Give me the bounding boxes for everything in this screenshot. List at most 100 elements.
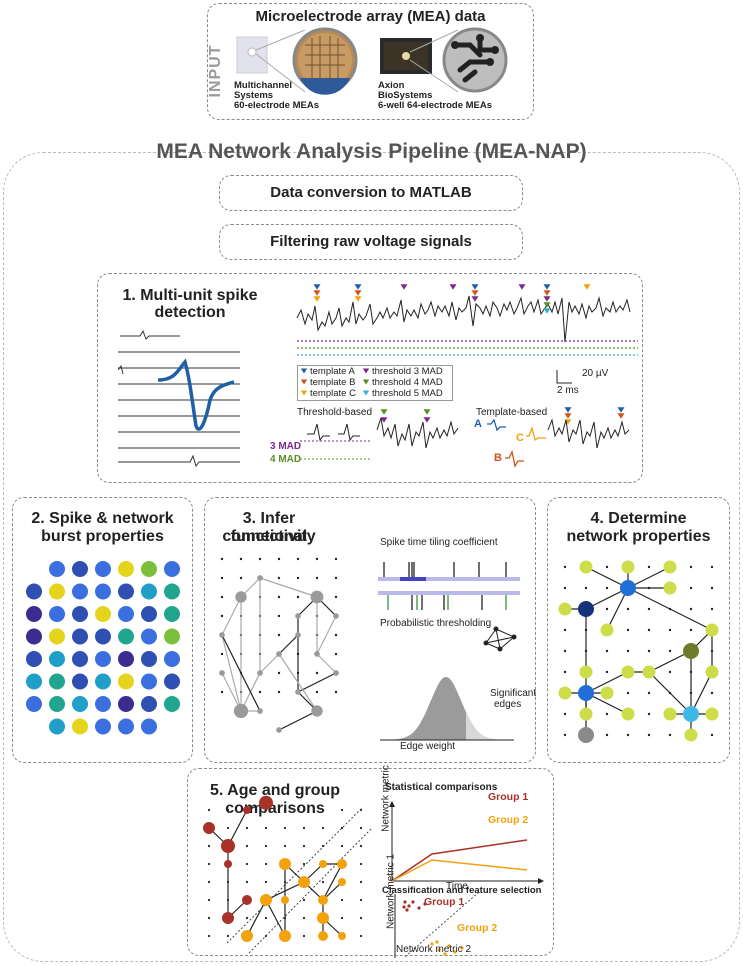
graph-node xyxy=(578,685,594,701)
grid-dot xyxy=(277,671,281,675)
grid-dot xyxy=(283,844,287,848)
grid-dot xyxy=(277,690,281,694)
spike-legend xyxy=(297,365,453,401)
legend-marker xyxy=(362,379,370,385)
scale-y-label: 20 µV xyxy=(582,368,609,379)
grid-dot xyxy=(245,880,249,884)
graph-node xyxy=(683,706,699,722)
sttc-label: Spike time tiling coefficient xyxy=(380,537,498,548)
grid-dot xyxy=(340,844,344,848)
group-divider xyxy=(248,827,373,954)
grid-dot xyxy=(296,595,300,599)
raw-trace xyxy=(296,295,631,343)
grid-dot xyxy=(563,565,567,569)
grid-dot xyxy=(321,826,325,830)
spike-marker xyxy=(423,417,431,423)
spike-marker xyxy=(543,290,551,296)
burst-dot xyxy=(164,651,180,667)
burst-dot xyxy=(118,606,134,622)
graph-node xyxy=(642,665,656,679)
graph-node xyxy=(338,932,346,940)
graph-node xyxy=(663,581,677,595)
grid-dot xyxy=(647,733,651,737)
legend-template-a: template A xyxy=(310,366,355,377)
burst-dot xyxy=(72,583,88,600)
graph-node xyxy=(621,560,635,574)
burst-panel xyxy=(12,497,193,763)
graph-node xyxy=(600,686,614,700)
spike-marker xyxy=(354,284,362,290)
spike-marker xyxy=(471,284,479,290)
burst-dot xyxy=(141,606,157,622)
conversion-step xyxy=(219,175,523,211)
burst-dot xyxy=(95,673,111,690)
burst-dot xyxy=(26,628,42,645)
legend-marker xyxy=(300,379,308,385)
grid-dot xyxy=(277,557,281,561)
graph-edge xyxy=(221,634,242,712)
burst-title-2: burst properties xyxy=(41,528,164,545)
grid-dot xyxy=(207,880,211,884)
grid-dot xyxy=(207,844,211,848)
grid-dot xyxy=(340,916,344,920)
graph-node xyxy=(295,689,301,695)
burst-dot xyxy=(72,696,88,712)
burst-dot xyxy=(164,696,180,712)
grid-dot xyxy=(245,844,249,848)
spike-marker xyxy=(400,284,408,290)
graph-node xyxy=(233,703,249,719)
grid-dot xyxy=(220,576,224,580)
grid-dot xyxy=(258,690,262,694)
x-time-label: Time xyxy=(446,881,468,892)
graph-edge xyxy=(265,899,286,937)
burst-dot xyxy=(49,696,65,712)
burst-dot xyxy=(164,606,180,622)
axion-caption-2: BioSystems xyxy=(378,90,433,101)
burst-dot xyxy=(72,718,88,735)
burst-dot xyxy=(95,718,111,735)
graph-node xyxy=(257,575,263,581)
legend-threshold-4: threshold 4 MAD xyxy=(372,377,443,388)
burst-dot xyxy=(49,718,65,735)
template-b-label: B xyxy=(494,452,502,464)
burst-dot xyxy=(26,583,42,600)
grid-dot xyxy=(220,690,224,694)
graph-node xyxy=(311,705,323,717)
spike-marker xyxy=(313,290,321,296)
grid-dot xyxy=(359,898,363,902)
group1-label-top: Group 1 xyxy=(488,791,529,803)
grid-dot xyxy=(605,607,609,611)
grid-dot xyxy=(296,557,300,561)
graph-node xyxy=(578,601,594,617)
graph-node xyxy=(279,858,291,870)
prob-threshold-label: Probabilistic thresholding xyxy=(380,618,492,629)
burst-dot xyxy=(164,673,180,690)
grid-dot xyxy=(302,844,306,848)
grid-dot xyxy=(302,826,306,830)
connectivity-title-1: 3. Infer functional xyxy=(230,510,308,545)
significant-label-2: edges xyxy=(494,699,522,710)
graph-node xyxy=(235,591,247,603)
mcs-caption-2: Systems xyxy=(234,90,274,101)
group1-label-bottom: Group 1 xyxy=(424,896,465,908)
grid-dot xyxy=(647,712,651,716)
filtering-step xyxy=(219,224,523,260)
filtering-step-label: Filtering raw voltage signals xyxy=(270,233,472,250)
grid-dot xyxy=(334,652,338,656)
graph-node xyxy=(333,613,339,619)
network-title-2: network properties xyxy=(566,528,711,545)
grid-dot xyxy=(668,649,672,653)
x-metric2-label: Network metric 2 xyxy=(396,944,472,955)
burst-dot xyxy=(49,561,65,577)
graph-node xyxy=(219,632,225,638)
grid-dot xyxy=(710,607,714,611)
grid-dot xyxy=(626,628,630,632)
grid-dot xyxy=(315,576,319,580)
spike-detection-graphic xyxy=(117,284,638,468)
graph-node xyxy=(333,670,339,676)
spike-marker xyxy=(380,417,388,423)
comparisons-title-2: comparisons xyxy=(225,800,325,817)
significant-label-1: Significant xyxy=(490,688,537,699)
legend-template-b: template B xyxy=(310,377,356,388)
graph-edge xyxy=(278,653,318,712)
